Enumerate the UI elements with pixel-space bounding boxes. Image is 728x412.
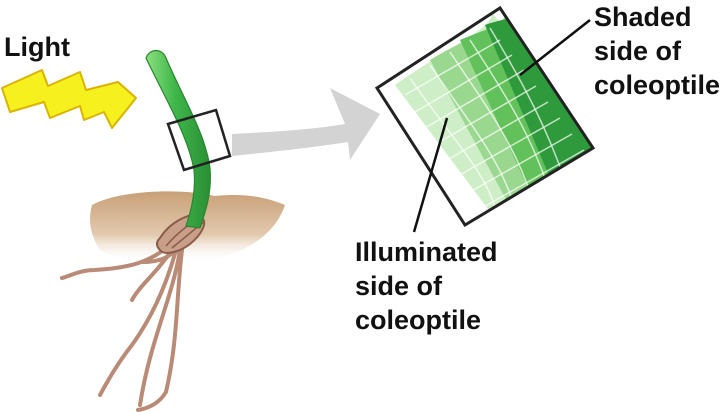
magnify-box [166, 108, 232, 172]
roots [60, 243, 184, 412]
shaded-label-line: coleoptile [594, 70, 721, 100]
illuminated-label-line: coleoptile [355, 305, 482, 335]
magnify-arrow [232, 88, 380, 160]
light-label: Light [4, 32, 70, 62]
illuminated-label-line: side of [355, 271, 443, 301]
shaded-leader-line [519, 19, 591, 76]
shaded-label-line: Shaded [594, 2, 692, 32]
shaded-side-label: Shaded side of coleoptile [594, 0, 720, 102]
shaded-label-line: side of [594, 36, 682, 66]
illuminated-leader-line [412, 117, 449, 233]
coleoptile [145, 49, 211, 229]
magnified-panel-border [374, 5, 596, 228]
illuminated-label-line: Illuminated [355, 237, 498, 267]
illuminated-side-label: Illuminated side of coleoptile [355, 235, 498, 337]
magnified-cells [377, 8, 593, 225]
light-bolt-icon [1, 69, 137, 129]
